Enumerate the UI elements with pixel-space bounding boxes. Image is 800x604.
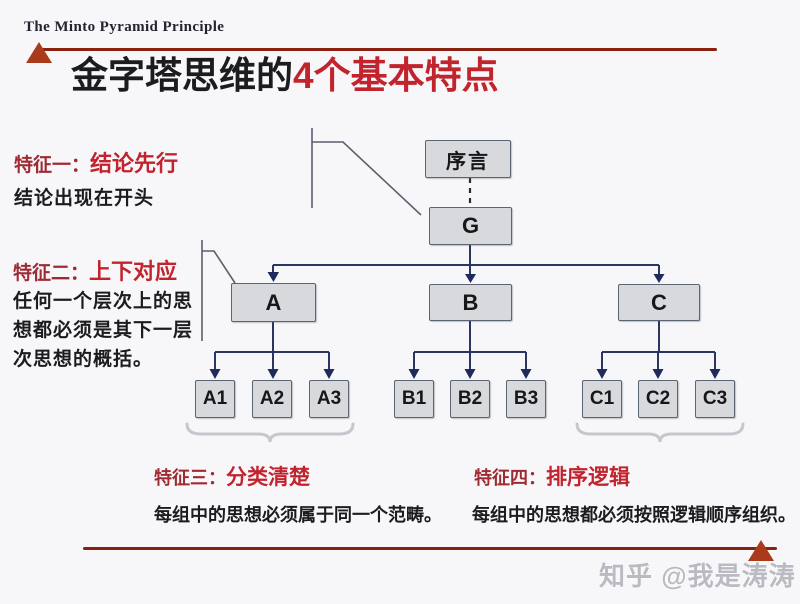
feature-2-prefix: 特征二： bbox=[13, 263, 90, 284]
feature-3-header: 特征三：分类清楚 bbox=[154, 461, 310, 491]
feature-1-prefix: 特征一： bbox=[14, 155, 91, 176]
node-a1: A1 bbox=[195, 380, 235, 418]
page-title: 金字塔思维的4个基本特点 bbox=[71, 54, 499, 98]
feature-4-header: 特征四：排序逻辑 bbox=[474, 461, 630, 491]
feature-3-title: 分类清楚 bbox=[226, 466, 310, 489]
brand-title: The Minto Pyramid Principle bbox=[24, 19, 225, 35]
feature-2-title: 上下对应 bbox=[89, 259, 178, 284]
group-a-to-children-connectors bbox=[209, 322, 335, 379]
page-title-accent: 4个基本特点 bbox=[293, 55, 499, 96]
feature-3-description: 每组中的思想必须属于同一个范畴。 bbox=[154, 505, 442, 525]
feature-4-description: 每组中的思想都必须按照逻辑顺序组织。 bbox=[472, 505, 796, 525]
bottom-right-triangle-icon bbox=[748, 540, 774, 561]
feature-2-description: 任何一个层次上的思想都必须是其下一层次思想的概括。 bbox=[13, 291, 194, 370]
root-to-groups-connectors bbox=[267, 245, 665, 283]
feature-4-title: 排序逻辑 bbox=[546, 466, 630, 489]
underbrace-group-a bbox=[185, 422, 355, 443]
node-root-g: G bbox=[429, 207, 512, 245]
node-group-c: C bbox=[618, 284, 700, 321]
feature-1-header: 特征一：结论先行 bbox=[14, 146, 178, 178]
feature-1-title: 结论先行 bbox=[90, 151, 179, 176]
node-c3: C3 bbox=[695, 380, 735, 418]
node-b2: B2 bbox=[450, 380, 490, 418]
feature-3-prefix: 特征三： bbox=[154, 468, 226, 488]
feature-4-prefix: 特征四： bbox=[474, 468, 546, 488]
node-a2: A2 bbox=[252, 380, 292, 418]
node-group-b: B bbox=[429, 284, 512, 321]
group-b-to-children-connectors bbox=[408, 321, 532, 379]
node-group-a: A bbox=[231, 283, 316, 322]
node-c2: C2 bbox=[638, 380, 678, 418]
feature-1-description: 结论出现在开头 bbox=[14, 188, 155, 209]
top-rule bbox=[42, 48, 717, 51]
bottom-rule bbox=[83, 547, 777, 550]
zhihu-watermark: 知乎 @我是涛涛 bbox=[599, 561, 796, 591]
node-a3: A3 bbox=[309, 380, 349, 418]
node-b3: B3 bbox=[506, 380, 546, 418]
feature-2-header: 特征二：上下对应 bbox=[13, 254, 177, 286]
top-left-triangle-icon bbox=[26, 42, 52, 63]
node-b1: B1 bbox=[394, 380, 434, 418]
group-c-to-children-connectors bbox=[596, 321, 721, 379]
page-title-black: 金字塔思维的 bbox=[71, 55, 293, 96]
node-preface: 序言 bbox=[425, 140, 511, 178]
callout-line-feature1 bbox=[311, 128, 422, 216]
node-c1: C1 bbox=[582, 380, 622, 418]
underbrace-group-c bbox=[575, 422, 745, 443]
